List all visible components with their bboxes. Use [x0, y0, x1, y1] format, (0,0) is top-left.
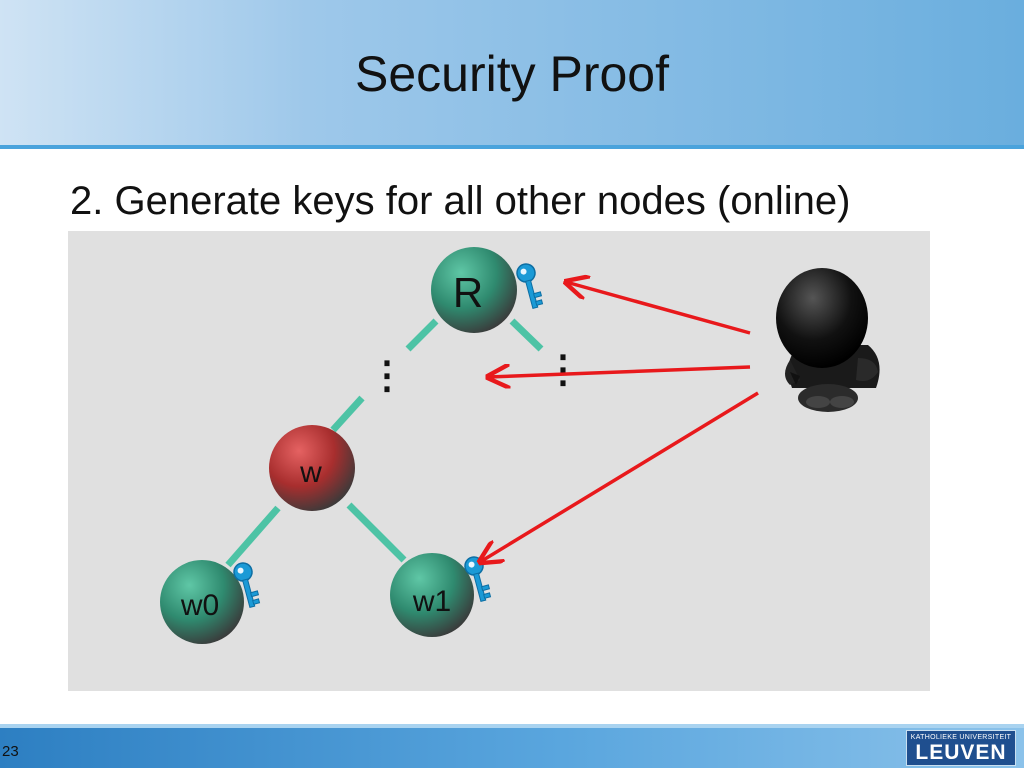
node-w1-label: w1 — [412, 585, 451, 618]
arrow-to-right-branch — [488, 367, 751, 377]
node-w: w — [269, 425, 355, 511]
edge-root-right — [509, 318, 544, 352]
node-root: R — [431, 247, 517, 333]
edge-w-w0 — [225, 505, 281, 568]
node-w0: w0 — [160, 560, 244, 644]
edge-w-w1 — [346, 502, 407, 563]
edge-to-w — [330, 395, 365, 433]
university-logo: KATHOLIEKE UNIVERSITEIT LEUVEN — [906, 730, 1016, 766]
node-root-label: R — [453, 269, 483, 316]
node-w1: w1 — [390, 553, 474, 637]
page-number: 23 — [2, 743, 19, 760]
arrow-to-root — [566, 282, 751, 335]
slide-title: Security Proof — [354, 46, 669, 102]
node-w0-label: w0 — [180, 589, 219, 622]
header-divider — [0, 145, 1024, 149]
logo-line2: LEUVEN — [915, 741, 1007, 764]
logo-line1: KATHOLIEKE UNIVERSITEIT — [910, 734, 1012, 741]
ellipsis-left: ⋮ — [368, 355, 406, 397]
adversary-icon — [776, 268, 880, 412]
arrow-to-w1 — [480, 391, 759, 562]
node-w-label: w — [299, 456, 322, 489]
key-icon — [514, 261, 545, 311]
ellipsis-right: ⋮ — [544, 349, 582, 391]
slide-header — [0, 0, 1024, 145]
slide-subtitle: 2. Generate keys for all other nodes (on… — [70, 179, 851, 223]
edge-root-left — [405, 318, 439, 352]
footer-divider — [0, 724, 1024, 728]
slide-footer — [0, 728, 1024, 768]
